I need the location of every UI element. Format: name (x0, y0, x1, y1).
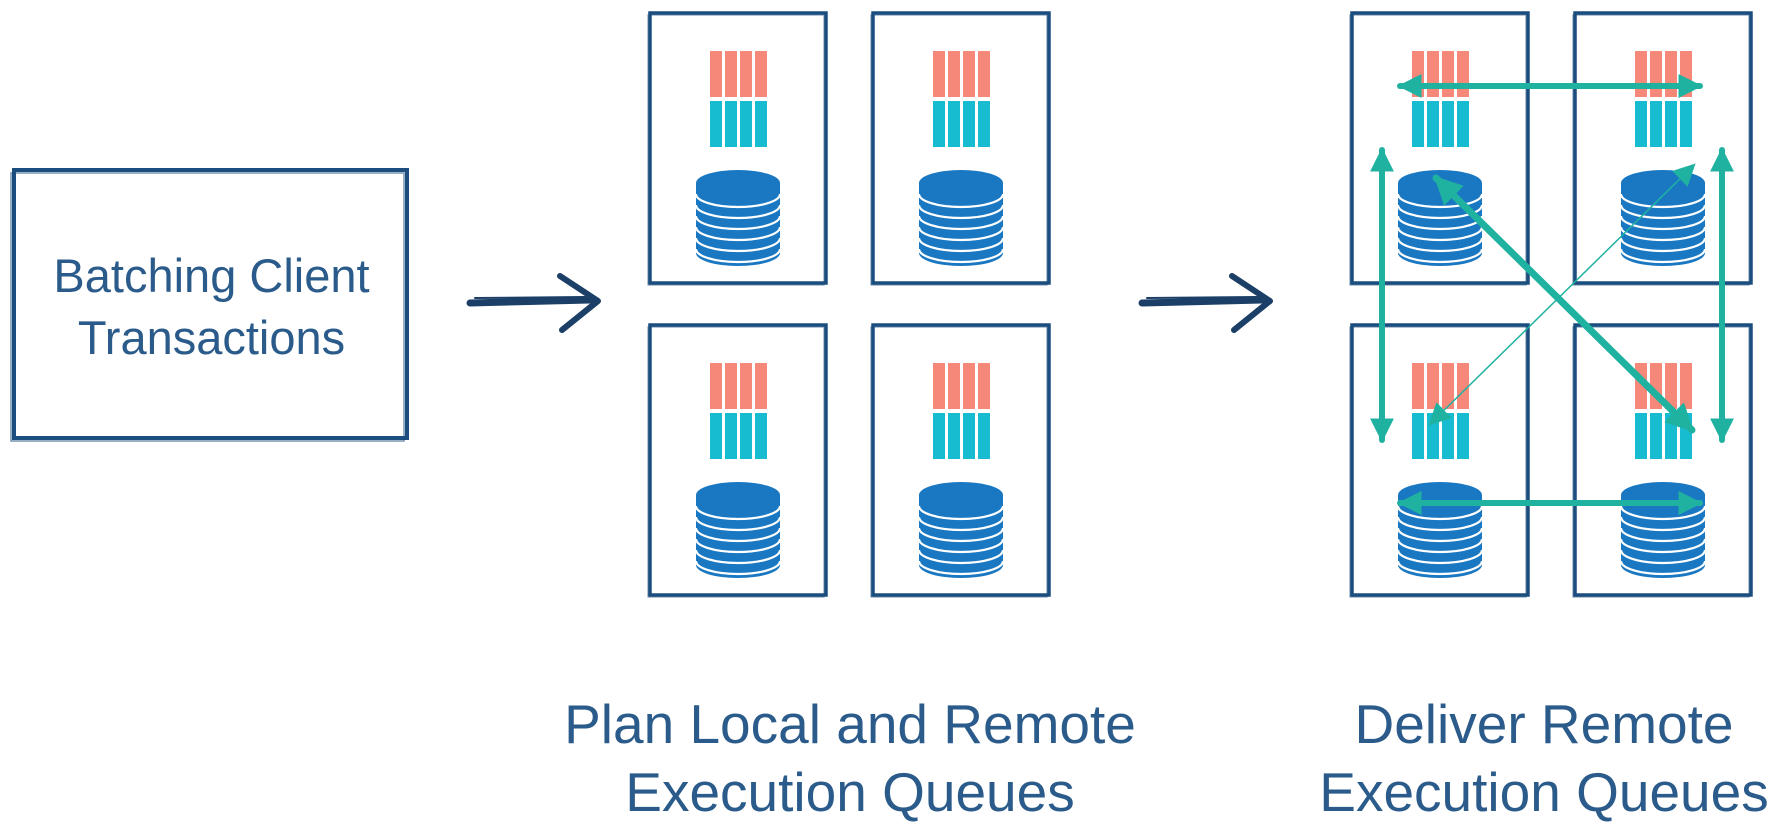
remote-queue-slot (1680, 51, 1692, 97)
local-queue-slot (1650, 101, 1662, 147)
local-queue-slot (933, 101, 945, 147)
remote-queue-slot (755, 363, 767, 409)
local-queue-slot (933, 413, 945, 459)
client-label-line1: Batching Client (53, 249, 370, 302)
remote-queue-slot (1665, 51, 1677, 97)
delivery-arrows (1370, 74, 1734, 515)
remote-queue-slot (963, 51, 975, 97)
local-queue-slot (1680, 101, 1692, 147)
remote-queue-slot (1427, 363, 1439, 409)
deliver-server-3 (1349, 323, 1530, 598)
deliver-caption: Deliver Remote Execution Queues (1300, 690, 1788, 826)
remote-queue-slot (1427, 51, 1439, 97)
plan-server-2 (870, 11, 1051, 286)
local-queue-slot (1635, 101, 1647, 147)
remote-queue-slot (1457, 51, 1469, 97)
flow-arrow-2 (1138, 273, 1273, 333)
local-queue-slot (710, 413, 722, 459)
remote-queue-slot (1680, 363, 1692, 409)
plan-server-group (647, 11, 1051, 598)
plan-caption-line2: Execution Queues (625, 761, 1075, 823)
arrow-diagonal-thin (1428, 163, 1696, 426)
local-queue-slot (978, 101, 990, 147)
execution-queue-icon (710, 363, 767, 459)
remote-queue-slot (1442, 51, 1454, 97)
local-queue-slot (1457, 413, 1469, 459)
remote-queue-slot (978, 51, 990, 97)
remote-queue-slot (755, 51, 767, 97)
database-icon (917, 170, 1005, 266)
remote-queue-slot (948, 51, 960, 97)
remote-queue-slot (963, 363, 975, 409)
local-queue-slot (1635, 413, 1647, 459)
local-queue-slot (948, 413, 960, 459)
local-queue-slot (963, 101, 975, 147)
plan-caption: Plan Local and Remote Execution Queues (520, 690, 1180, 826)
local-queue-slot (710, 101, 722, 147)
local-queue-slot (1665, 101, 1677, 147)
plan-caption-line1: Plan Local and Remote (564, 693, 1136, 755)
remote-queue-slot (1457, 363, 1469, 409)
remote-queue-slot (933, 363, 945, 409)
database-icon (694, 482, 782, 578)
local-queue-slot (1457, 101, 1469, 147)
database-icon (1619, 170, 1707, 266)
remote-queue-slot (1412, 51, 1424, 97)
local-queue-slot (948, 101, 960, 147)
local-queue-slot (1427, 413, 1439, 459)
remote-queue-slot (948, 363, 960, 409)
database-icon (1396, 482, 1484, 578)
deliver-caption-line1: Deliver Remote (1354, 693, 1734, 755)
deliver-caption-line2: Execution Queues (1319, 761, 1769, 823)
remote-queue-slot (978, 363, 990, 409)
remote-queue-slot (740, 51, 752, 97)
local-queue-slot (1665, 413, 1677, 459)
local-queue-slot (755, 413, 767, 459)
remote-queue-slot (1650, 51, 1662, 97)
local-queue-slot (725, 101, 737, 147)
execution-queue-icon (710, 51, 767, 147)
local-queue-slot (978, 413, 990, 459)
execution-queue-icon (933, 51, 990, 147)
local-queue-slot (963, 413, 975, 459)
local-queue-slot (1442, 413, 1454, 459)
remote-queue-slot (710, 363, 722, 409)
flow-arrow-1 (466, 273, 601, 333)
plan-server-3 (647, 323, 828, 598)
remote-queue-slot (1635, 51, 1647, 97)
execution-queue-icon (933, 363, 990, 459)
database-icon (1619, 482, 1707, 578)
local-queue-slot (740, 101, 752, 147)
remote-queue-slot (725, 51, 737, 97)
database-icon (694, 170, 782, 266)
remote-queue-slot (933, 51, 945, 97)
remote-queue-slot (710, 51, 722, 97)
local-queue-slot (740, 413, 752, 459)
remote-queue-slot (1412, 363, 1424, 409)
batching-client-box (10, 168, 409, 442)
local-queue-slot (725, 413, 737, 459)
local-queue-slot (1427, 101, 1439, 147)
local-queue-slot (1442, 101, 1454, 147)
remote-queue-slot (740, 363, 752, 409)
batching-client-label: Batching Client Transactions (14, 245, 409, 369)
plan-server-4 (870, 323, 1051, 598)
local-queue-slot (1412, 413, 1424, 459)
local-queue-slot (1412, 101, 1424, 147)
remote-queue-slot (725, 363, 737, 409)
local-queue-slot (1650, 413, 1662, 459)
plan-server-1 (647, 11, 828, 286)
client-label-line2: Transactions (77, 311, 346, 364)
database-icon (917, 482, 1005, 578)
local-queue-slot (755, 101, 767, 147)
